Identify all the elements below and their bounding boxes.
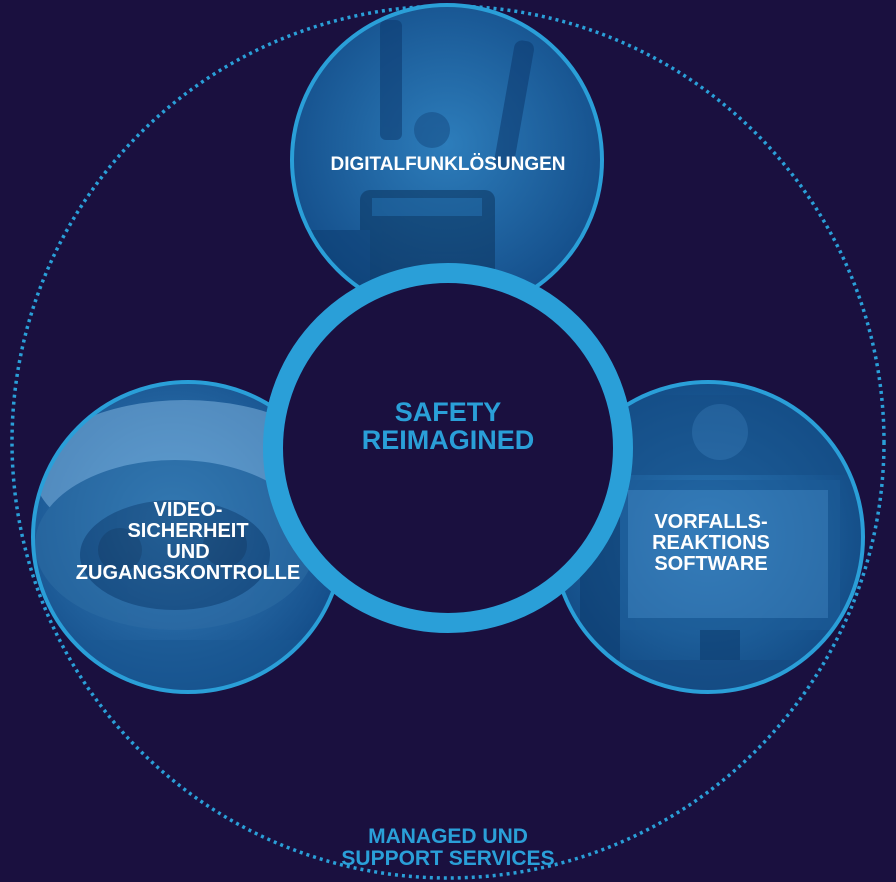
outer-ring-label: MANAGED UND SUPPORT SERVICES bbox=[341, 825, 555, 871]
node-label-incident-response: VORFALLS- REAKTIONS SOFTWARE bbox=[652, 511, 770, 575]
node-label-digital-radio: DIGITALFUNKLÖSUNGEN bbox=[330, 154, 566, 175]
outer-services-ring bbox=[10, 4, 886, 880]
center-label: SAFETY REIMAGINED bbox=[361, 397, 535, 456]
node-label-video-security: VIDEO- SICHERHEIT UND ZUGANGSKONTROLLE bbox=[75, 499, 301, 584]
center-ring bbox=[263, 263, 633, 633]
